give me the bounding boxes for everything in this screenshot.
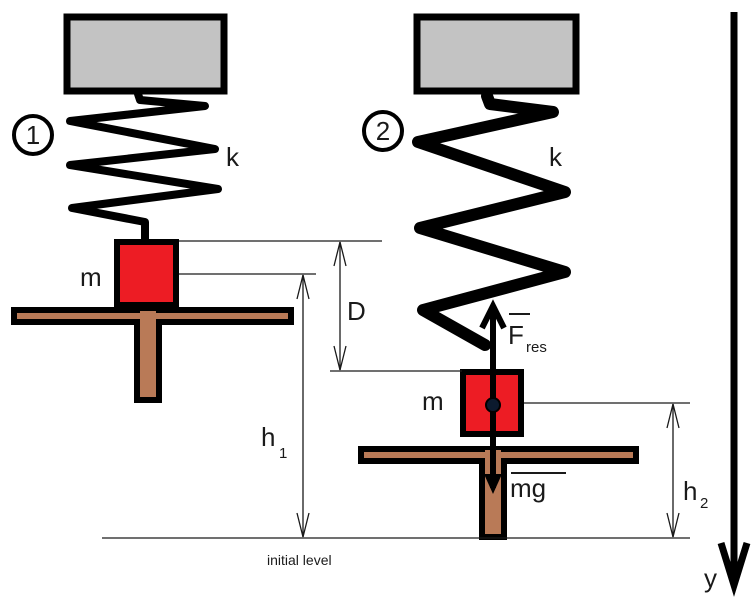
gravity-force-arrow — [484, 405, 502, 494]
state-1: 1 k m — [11, 13, 294, 403]
resultant-force-symbol: F — [508, 320, 524, 350]
badge-2: 2 — [362, 110, 404, 152]
badge-1-text: 1 — [26, 120, 40, 150]
platform-2 — [358, 446, 639, 540]
dimension-h2-symbol: h — [683, 476, 697, 506]
mass-label-1: m — [80, 262, 102, 292]
badge-1: 1 — [12, 114, 54, 156]
resultant-force-subscript: res — [526, 339, 547, 356]
ceiling-support-2 — [413, 13, 580, 95]
dimension-h1-symbol: h — [261, 422, 275, 452]
spring-constant-label-2: k — [549, 142, 563, 172]
dimension-h1-subscript: 1 — [279, 445, 287, 462]
spring-constant-label-1: k — [226, 142, 240, 172]
badge-2-text: 2 — [376, 116, 390, 146]
platform-1 — [11, 307, 294, 403]
ceiling-support-1 — [63, 13, 228, 95]
gravity-force-label: mg — [510, 472, 566, 503]
dimension-h2-subscript: 2 — [700, 495, 708, 512]
mass-label-2: m — [422, 386, 444, 416]
spring-2 — [412, 90, 571, 351]
y-axis-arrow — [717, 12, 751, 597]
state-2: 2 k m F res mg — [358, 13, 639, 540]
mass-block-1 — [114, 239, 179, 308]
y-axis-label: y — [704, 563, 717, 593]
resultant-force-arrow — [479, 299, 507, 405]
dimension-h2-label: h 2 — [683, 476, 708, 512]
spring-1 — [66, 90, 222, 244]
dimension-lines — [102, 240, 690, 539]
center-of-mass-dot — [485, 397, 501, 413]
dimension-D-label: D — [347, 296, 366, 326]
resultant-force-label: F res — [508, 313, 547, 356]
dimension-h1-label: h 1 — [261, 422, 287, 462]
initial-level-label: initial level — [267, 552, 332, 568]
gravity-force-symbol: mg — [510, 473, 546, 503]
